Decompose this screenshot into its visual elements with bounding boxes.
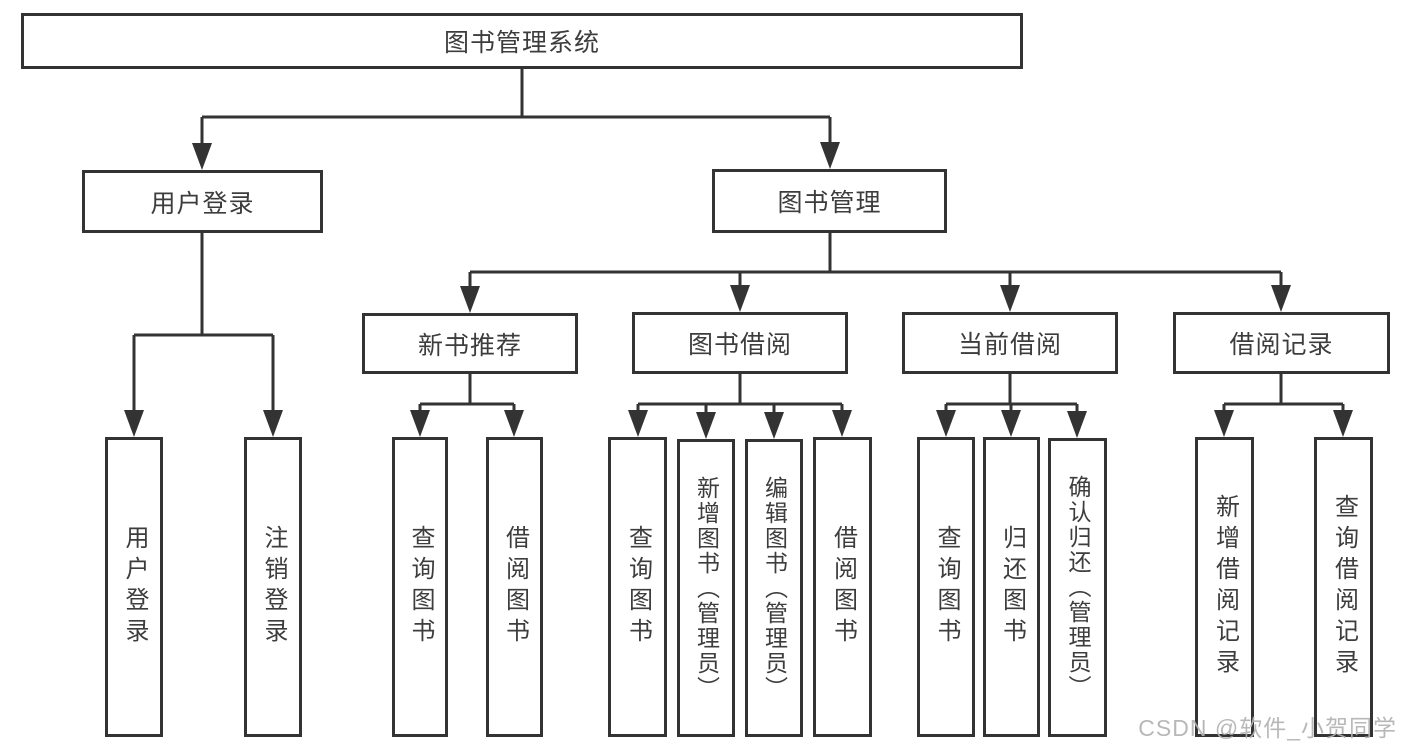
node-book-management-label: 图书管理 xyxy=(777,189,882,217)
node-query-books-borrowing: 查询图书 xyxy=(608,437,667,737)
node-book-borrowing: 图书借阅 xyxy=(632,312,848,374)
node-query-borrow-record-label: 查询借阅记录 xyxy=(1330,494,1358,680)
node-logout-leaf-label: 注销登录 xyxy=(260,525,287,649)
node-current-borrowing: 当前借阅 xyxy=(902,312,1118,374)
node-library-system-label: 图书管理系统 xyxy=(443,29,600,57)
node-user-login-leaf-label: 用户登录 xyxy=(121,525,148,649)
node-book-borrowing-label: 图书借阅 xyxy=(687,331,792,359)
watermark-text: CSDN @软件_小贺同学 xyxy=(1138,715,1397,741)
node-edit-books-admin: 编辑图书（管理员） xyxy=(745,439,803,737)
node-confirm-return-admin-label: 确认归还（管理员） xyxy=(1065,475,1091,700)
node-borrow-books-borrowing-label: 借阅图书 xyxy=(829,525,857,649)
node-user-login-leaf: 用户登录 xyxy=(105,437,163,737)
node-add-books-admin: 新增图书（管理员） xyxy=(677,439,735,737)
node-user-login-label: 用户登录 xyxy=(150,189,255,218)
node-borrowing-records: 借阅记录 xyxy=(1173,312,1390,374)
node-current-borrowing-label: 当前借阅 xyxy=(957,331,1062,359)
node-user-login: 用户登录 xyxy=(82,170,323,233)
node-library-system: 图书管理系统 xyxy=(21,13,1023,69)
node-book-management: 图书管理 xyxy=(712,169,947,233)
node-borrow-books-borrowing: 借阅图书 xyxy=(813,437,872,737)
node-borrow-books-recommend-label: 借阅图书 xyxy=(501,525,529,649)
node-return-books: 归还图书 xyxy=(983,437,1040,737)
node-borrowing-records-label: 借阅记录 xyxy=(1229,331,1334,359)
node-edit-books-admin-label: 编辑图书（管理员） xyxy=(761,475,788,701)
node-add-borrow-record-label: 新增借阅记录 xyxy=(1211,494,1239,680)
node-query-books-recommend: 查询图书 xyxy=(392,437,448,737)
node-query-books-current: 查询图书 xyxy=(917,437,975,737)
node-logout-leaf: 注销登录 xyxy=(244,437,302,737)
node-return-books-label: 归还图书 xyxy=(998,525,1026,649)
node-query-borrow-record: 查询借阅记录 xyxy=(1314,437,1373,737)
node-add-books-admin-label: 新增图书（管理员） xyxy=(693,475,720,701)
node-query-books-recommend-label: 查询图书 xyxy=(407,525,434,649)
node-add-borrow-record: 新增借阅记录 xyxy=(1195,437,1254,737)
node-new-book-recommendation-label: 新书推荐 xyxy=(417,331,522,360)
node-query-books-current-label: 查询图书 xyxy=(933,525,960,649)
node-query-books-borrowing-label: 查询图书 xyxy=(624,525,652,649)
node-new-book-recommendation: 新书推荐 xyxy=(362,313,578,374)
node-borrow-books-recommend: 借阅图书 xyxy=(486,437,543,737)
node-confirm-return-admin: 确认归还（管理员） xyxy=(1048,438,1107,737)
